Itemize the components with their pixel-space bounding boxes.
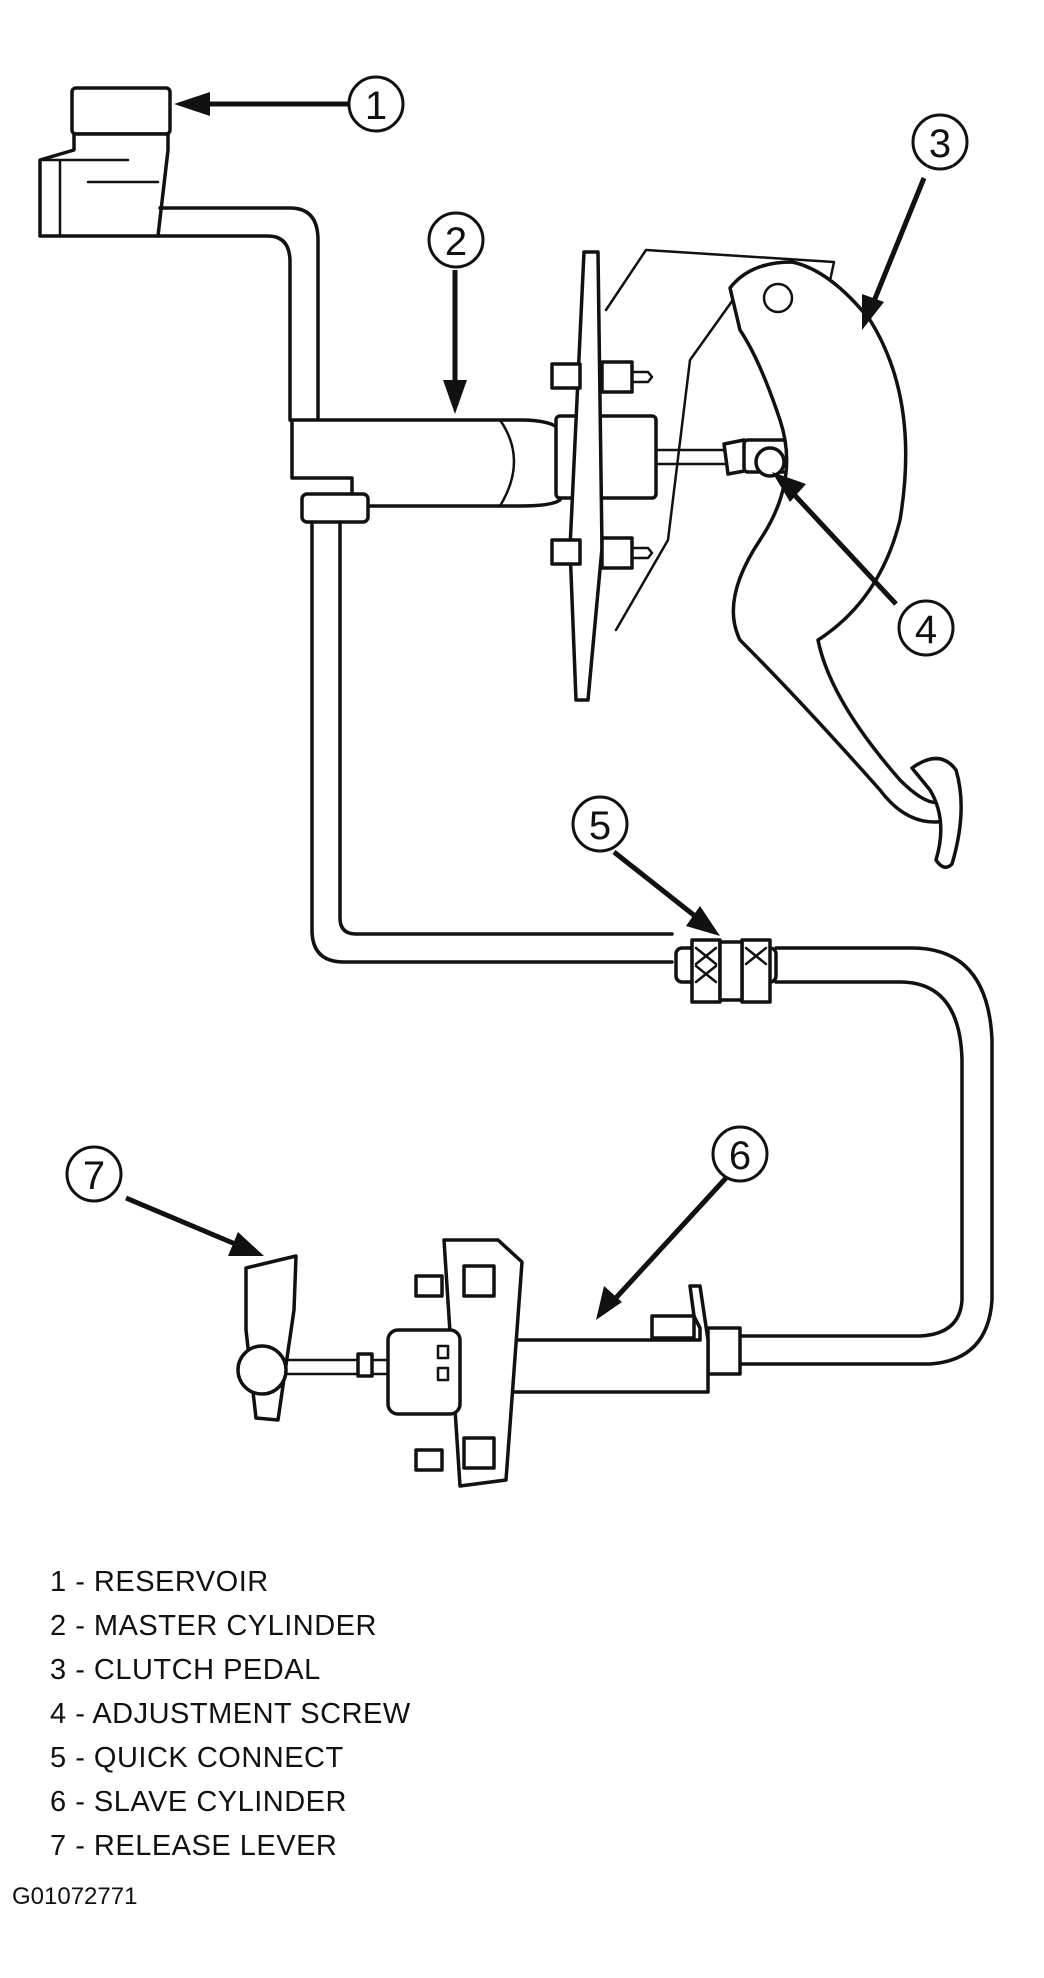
legend: 1 - RESERVOIR 2 - MASTER CYLINDER 3 - CL… [50, 1560, 411, 1868]
legend-item-master-cylinder: 2 - MASTER CYLINDER [50, 1610, 377, 1642]
legend-number: 2 [50, 1610, 67, 1642]
legend-label: RELEASE LEVER [93, 1830, 338, 1862]
legend-label: MASTER CYLINDER [93, 1610, 377, 1642]
callout-6: 6 [711, 1125, 769, 1183]
legend-item-quick-connect: 5 - QUICK CONNECT [50, 1742, 344, 1774]
reservoir [38, 86, 172, 238]
quick-connect [674, 938, 778, 1004]
callout-label: 1 [365, 84, 387, 128]
legend-item-slave-cylinder: 6 - SLAVE CYLINDER [50, 1786, 347, 1818]
callout-1: 1 [347, 75, 405, 133]
release-lever [236, 1254, 298, 1422]
callout-3: 3 [911, 113, 969, 171]
legend-label: ADJUSTMENT SCREW [92, 1698, 411, 1730]
leader-arrows [125, 92, 927, 1320]
legend-label: CLUTCH PEDAL [93, 1654, 321, 1686]
callout-label: 7 [83, 1154, 105, 1198]
callout-label: 5 [589, 804, 611, 848]
callout-label: 6 [729, 1134, 751, 1178]
hydraulic-line-upper [310, 520, 674, 964]
legend-item-clutch-pedal: 3 - CLUTCH PEDAL [50, 1654, 321, 1686]
legend-number: 4 [50, 1698, 67, 1730]
slave-cylinder [278, 1238, 742, 1488]
callout-5: 5 [571, 795, 629, 853]
callout-4: 4 [897, 599, 955, 657]
callout-7: 7 [65, 1145, 123, 1203]
clutch-pedal [728, 260, 963, 869]
legend-item-adjustment-screw: 4 - ADJUSTMENT SCREW [50, 1698, 411, 1730]
legend-number: 7 [50, 1830, 67, 1862]
figure-id: G01072771 [12, 1883, 138, 1910]
callout-2: 2 [427, 211, 485, 269]
legend-number: 6 [50, 1786, 67, 1818]
callout-label: 2 [445, 220, 467, 264]
hydraulic-line-lower [738, 946, 994, 1366]
legend-item-release-lever: 7 - RELEASE LEVER [50, 1830, 338, 1862]
legend-number: 1 [50, 1566, 67, 1598]
reservoir-hose [156, 206, 320, 422]
legend-item-reservoir: 1 - RESERVOIR [50, 1566, 269, 1598]
callout-label: 4 [915, 608, 937, 652]
legend-label: SLAVE CYLINDER [93, 1786, 347, 1818]
legend-number: 3 [50, 1654, 67, 1686]
legend-label: QUICK CONNECT [93, 1742, 344, 1774]
legend-number: 5 [50, 1742, 67, 1774]
legend-label: RESERVOIR [93, 1566, 269, 1598]
callout-label: 3 [929, 122, 951, 166]
